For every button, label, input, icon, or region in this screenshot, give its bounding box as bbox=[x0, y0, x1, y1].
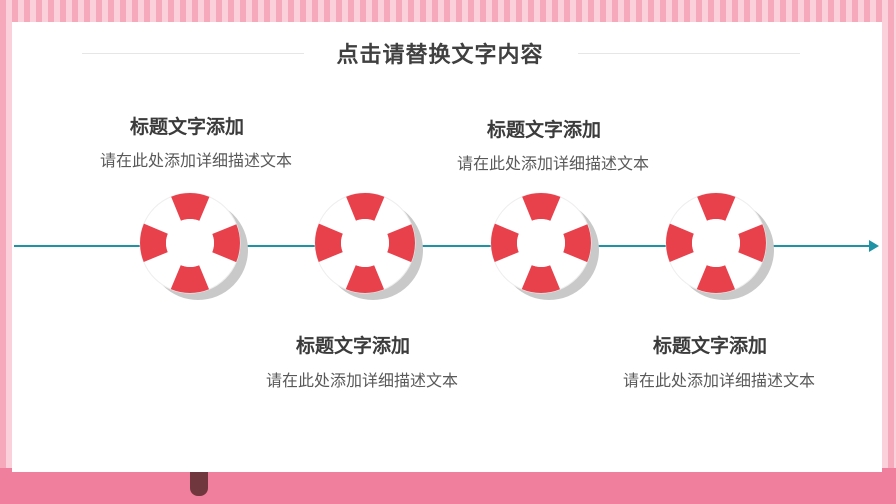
timeline-line bbox=[14, 245, 872, 247]
item-heading-1: 标题文字添加 bbox=[130, 116, 245, 138]
lifebuoy-icon bbox=[314, 192, 423, 300]
title-rule-right bbox=[578, 53, 800, 54]
lifebuoy-icon bbox=[665, 192, 774, 300]
lifebuoy-icon bbox=[490, 192, 599, 300]
title-rule-left bbox=[82, 53, 304, 54]
item-desc-3: 请在此处添加详细描述文本 bbox=[457, 154, 650, 173]
item-heading-2: 标题文字添加 bbox=[296, 335, 411, 357]
page-title: 点击请替换文字内容 bbox=[336, 43, 544, 68]
lifebuoy-icon bbox=[139, 192, 248, 300]
frame-bottom-band bbox=[0, 468, 896, 504]
decoration-figure bbox=[190, 468, 208, 496]
item-desc-4: 请在此处添加详细描述文本 bbox=[623, 371, 816, 390]
item-desc-2: 请在此处添加详细描述文本 bbox=[266, 371, 459, 390]
item-heading-4: 标题文字添加 bbox=[653, 335, 768, 357]
timeline-arrow-icon bbox=[869, 240, 879, 252]
item-desc-1: 请在此处添加详细描述文本 bbox=[100, 151, 293, 170]
item-heading-3: 标题文字添加 bbox=[487, 119, 602, 141]
